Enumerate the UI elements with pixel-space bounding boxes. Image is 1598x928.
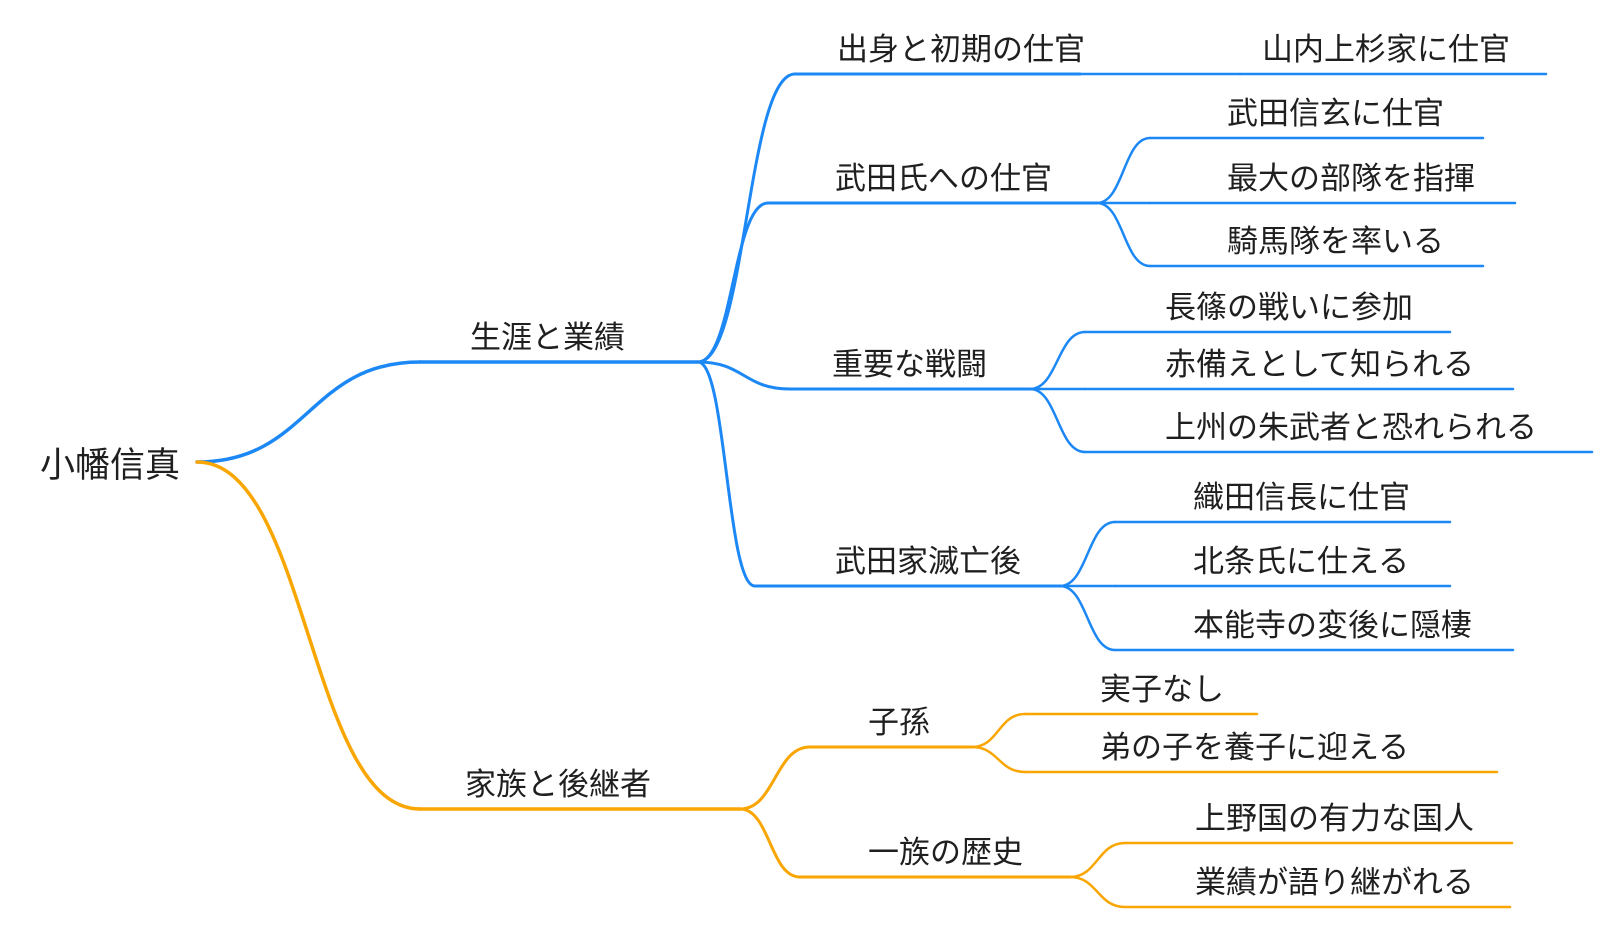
mindmap-node-label: 一族の歴史 (868, 835, 1023, 870)
mindmap-node-label: 武田信玄に仕官 (1227, 96, 1444, 131)
mindmap-node-label: 赤備えとして知られる (1165, 347, 1474, 382)
mindmap-node-label: 長篠の戦いに参加 (1165, 290, 1413, 325)
mindmap-node-label: 出身と初期の仕官 (837, 32, 1085, 67)
mindmap-node-label: 重要な戦闘 (832, 347, 987, 382)
mindmap-node-label: 生涯と業績 (470, 320, 625, 355)
mindmap-link (696, 360, 792, 391)
mindmap-node-label: 上野国の有力な国人 (1195, 801, 1474, 836)
mindmap-link (1058, 520, 1117, 588)
mindmap-link (696, 72, 797, 364)
mindmap-node-label: 実子なし (1100, 672, 1224, 707)
mindmap-node-label: 武田氏への仕官 (835, 161, 1052, 196)
mindmap-root-label: 小幡信真 (40, 446, 180, 485)
mindmap-node-label: 北条氏に仕える (1193, 544, 1409, 579)
mindmap-link (1068, 875, 1127, 909)
mindmap-link (1095, 136, 1152, 205)
mindmap-link (970, 712, 1027, 749)
mindmap-node-label: 織田信長に仕官 (1193, 480, 1410, 515)
mindmap-link (696, 360, 757, 588)
mindmap-node-label: 弟の子を養子に迎える (1100, 730, 1409, 765)
mindmap-link (1068, 841, 1127, 879)
mindmap-node-label: 山内上杉家に仕官 (1262, 32, 1510, 67)
mindmap-link (738, 745, 812, 811)
mindmap-node-label: 上州の朱武者と恐れられる (1165, 410, 1537, 445)
mindmap-link (696, 201, 770, 364)
mindmap-node-label: 最大の部隊を指揮 (1227, 161, 1475, 196)
mindmap-link (1095, 201, 1152, 268)
mindmap-node-label: 騎馬隊を率いる (1227, 224, 1444, 259)
mindmap-node-label: 家族と後継者 (465, 767, 651, 802)
mindmap-link (195, 360, 422, 464)
mindmap-node-label: 本能寺の変後に隠棲 (1193, 608, 1472, 643)
mindmap-link (738, 807, 802, 879)
mindmap-node-label: 武田家滅亡後 (835, 544, 1021, 579)
mindmap-link (970, 745, 1027, 774)
mindmap-link (1028, 387, 1087, 454)
mindmap-node-label: 子孫 (868, 705, 930, 740)
mindmap-node-label: 業績が語り継がれる (1195, 865, 1474, 900)
mindmap-link (195, 460, 422, 811)
mindmap-link (1028, 330, 1087, 391)
mindmap-link (1058, 584, 1117, 652)
